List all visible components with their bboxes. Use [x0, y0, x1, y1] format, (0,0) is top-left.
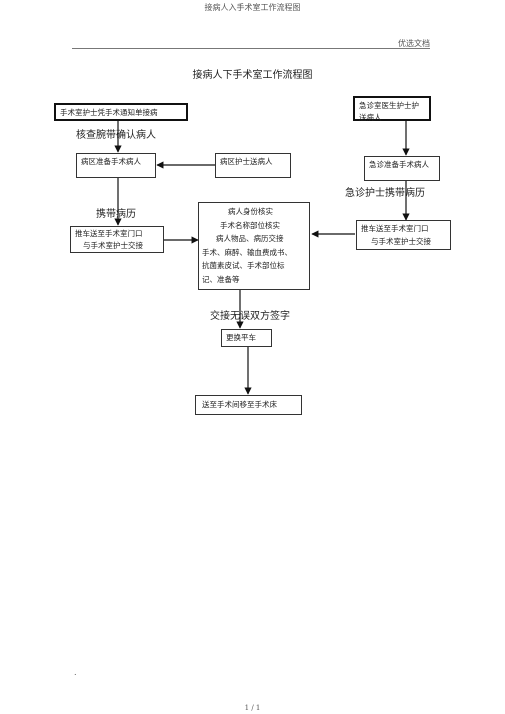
node-cart-right: 推车送至手术室门口 与手术室护士交接	[356, 220, 451, 250]
verify-line-2: 手术名称部位核实	[220, 220, 280, 230]
verify-line-4: 手术、麻醉、输血费成书、	[202, 247, 292, 257]
node-to-bed-text: 送至手术间移至手术床	[202, 400, 277, 409]
node-cart-right-line2: 与手术室护士交接	[371, 237, 431, 246]
node-change-cart: 更换平车	[221, 329, 272, 347]
node-er-prep-text: 急诊准备手术病人	[369, 160, 429, 169]
node-notify-text: 手术室护士凭手术通知单接病	[60, 108, 158, 117]
node-cart-left-line2: 与手术室护士交接	[83, 241, 143, 250]
page-number: 1 / 1	[244, 704, 261, 712]
document-tag: 优选文档	[398, 39, 430, 48]
node-notify: 手术室护士凭手术通知单接病	[54, 103, 188, 121]
node-verify: 病人身份核实 手术名称部位核实 病人物品、病历交接 手术、麻醉、输血费成书、 抗…	[198, 202, 310, 290]
node-er-doctor: 急诊室医生护士护送病人	[353, 96, 431, 122]
node-cart-left-line1: 推车送至手术室门口	[75, 229, 143, 238]
node-cart-left: 推车送至手术室门口 与手术室护士交接	[70, 226, 164, 253]
verify-line-1: 病人身份核实	[228, 207, 273, 216]
label-carry-records-right: 急诊护士携带病历	[345, 188, 425, 199]
node-er-prep: 急诊准备手术病人	[364, 156, 440, 181]
node-ward-nurse-text: 病区护士送病人	[220, 157, 273, 166]
node-ward-nurse: 病区护士送病人	[215, 153, 291, 178]
header-rule	[72, 48, 430, 49]
node-ward-prep: 病区准备手术病人	[76, 153, 156, 178]
node-ward-prep-text: 病区准备手术病人	[81, 157, 141, 166]
node-cart-right-line1: 推车送至手术室门口	[361, 224, 429, 233]
label-carry-records-left: 携带病历	[96, 209, 136, 220]
label-sign-off: 交接无误双方签字	[210, 311, 290, 322]
footer-dot: .	[74, 668, 77, 677]
node-er-doctor-text: 急诊室医生护士护送病人	[359, 101, 419, 122]
node-change-cart-text: 更换平车	[226, 333, 256, 342]
verify-line-6: 记、准备等	[202, 274, 240, 284]
document-title: 接病人入手术室工作流程图	[204, 3, 301, 12]
node-to-bed: 送至手术间移至手术床	[195, 395, 302, 415]
diagram-title: 接病人下手术室工作流程图	[192, 70, 313, 81]
verify-line-5: 抗菌素皮试、手术部位标	[202, 261, 285, 270]
label-check-wristband: 核查腕带确认病人	[76, 130, 156, 141]
verify-line-3: 病人物品、病历交接	[216, 234, 284, 243]
